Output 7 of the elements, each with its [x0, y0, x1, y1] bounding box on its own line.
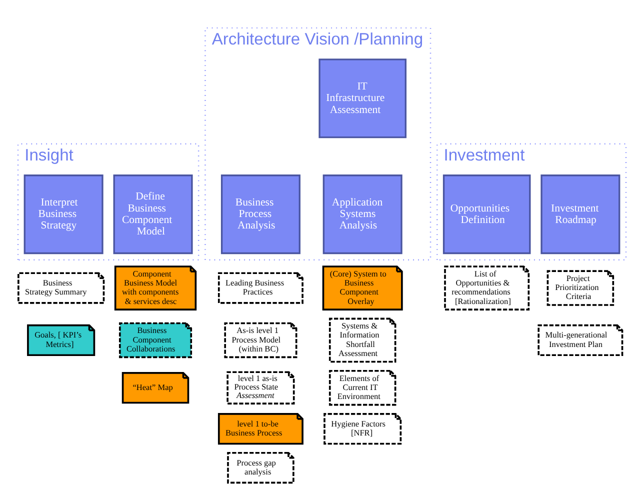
node-box: Define Business Component Model	[113, 174, 193, 254]
node-box: IT Infrastructure Assessment	[318, 58, 406, 138]
node-box: Investment Roadmap	[540, 174, 620, 254]
node-box: Application Systems Analysis	[322, 174, 402, 254]
node-box: Interpret Business Strategy	[24, 174, 104, 254]
node-box: Opportunities Definition	[442, 174, 531, 254]
node-box: Business Process Analysis	[220, 174, 300, 254]
